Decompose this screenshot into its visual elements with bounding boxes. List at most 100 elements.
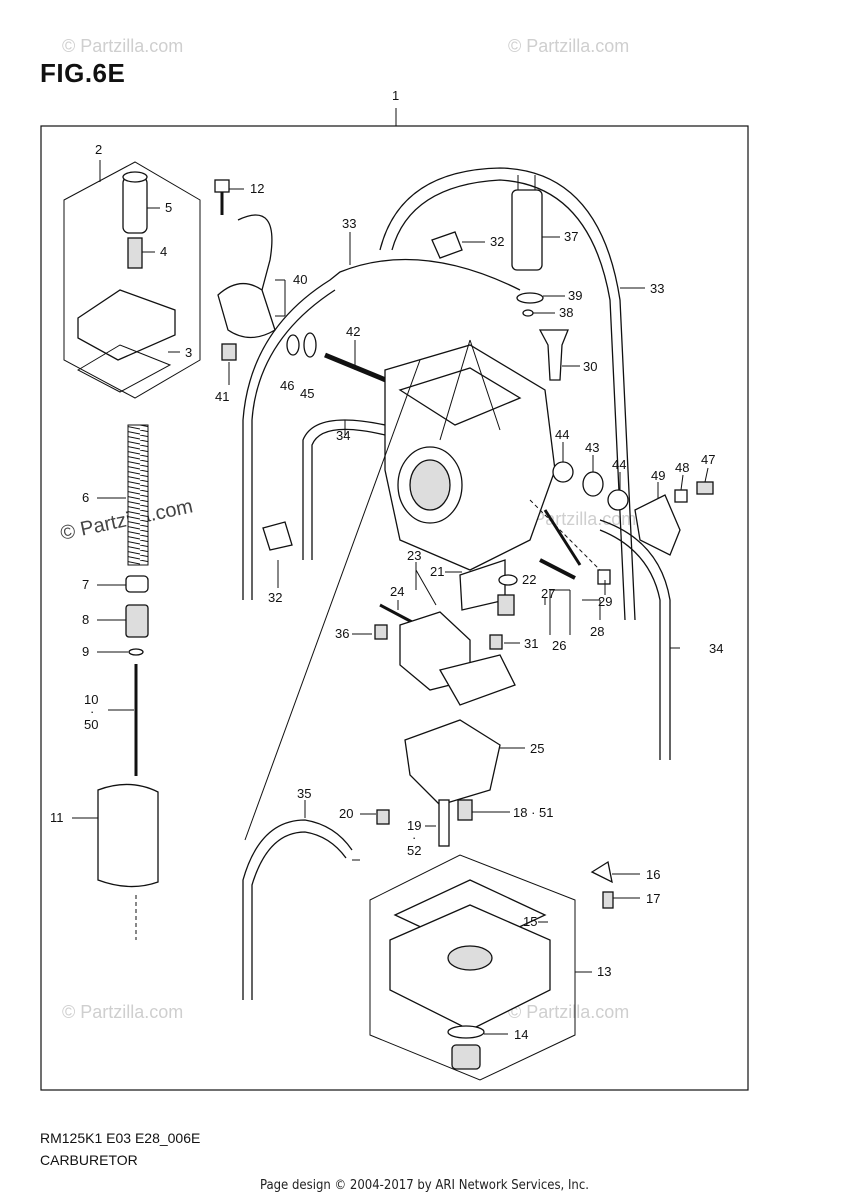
- label-32-top: 32: [490, 234, 504, 249]
- watermark-center: © Partzilla.com: [58, 495, 194, 545]
- bowl-bracket-13: [369, 854, 576, 1081]
- watermark-bottom-right: © Partzilla.com: [508, 1002, 629, 1022]
- part-6-spring: [127, 424, 149, 566]
- watermark-bottom-left: © Partzilla.com: [62, 1002, 183, 1022]
- part-43-spring: [582, 471, 604, 497]
- label-19: 19: [407, 818, 421, 833]
- part-40-fitting: [217, 283, 276, 339]
- label-22: 22: [522, 572, 536, 587]
- label-9: 9: [82, 644, 89, 659]
- label-21: 21: [430, 564, 444, 579]
- label-29: 29: [598, 594, 612, 609]
- label-38: 38: [559, 305, 573, 320]
- part-46-washer: [286, 334, 300, 356]
- part-labels: 1 2 3 4 5 6 8 7 9 10 · 50 11 12 13 14 15…: [50, 88, 723, 1042]
- label-5: 5: [165, 200, 172, 215]
- hose-35: [242, 819, 353, 1000]
- label-42: 42: [346, 324, 360, 339]
- label-48: 48: [675, 460, 689, 475]
- watermark-top-right: © Partzilla.com: [508, 36, 629, 56]
- part-29: [597, 569, 611, 585]
- hose-34-right: [599, 519, 671, 760]
- label-31: 31: [524, 636, 538, 651]
- part-28-screw: [543, 509, 582, 566]
- label-14: 14: [514, 1027, 528, 1042]
- part-49-cover: [634, 494, 681, 556]
- label-40: 40: [293, 272, 307, 287]
- label-23: 23: [407, 548, 421, 563]
- label-47: 47: [701, 452, 715, 467]
- part-39-oring: [516, 292, 544, 304]
- part-18-jet: [457, 799, 473, 821]
- drain-plug: [451, 1044, 481, 1070]
- label-19-dot: ·: [412, 830, 416, 845]
- label-34-right: 34: [709, 641, 723, 656]
- label-44-b: 44: [612, 457, 626, 472]
- label-26: 26: [552, 638, 566, 653]
- part-32-clip-top: [431, 231, 463, 259]
- label-25: 25: [530, 741, 544, 756]
- label-13: 13: [597, 964, 611, 979]
- label-11: 11: [50, 810, 64, 825]
- label-7: 8: [82, 612, 89, 627]
- label-12: 12: [250, 181, 264, 196]
- part-5-cap: [122, 176, 148, 234]
- label-39: 39: [568, 288, 582, 303]
- label-30: 30: [583, 359, 597, 374]
- label-49: 49: [651, 468, 665, 483]
- label-20: 20: [339, 806, 353, 821]
- part-14-oring: [447, 1025, 485, 1039]
- label-28: 28: [590, 624, 604, 639]
- label-18-51: 18 · 51: [513, 805, 553, 820]
- label-50: 50: [84, 717, 98, 732]
- label-35: 35: [297, 786, 311, 801]
- label-1: 1: [392, 88, 399, 103]
- assembly-frame: [40, 125, 749, 1091]
- part-44-a: [552, 461, 574, 483]
- part-31-screw: [489, 634, 503, 650]
- label-6: 6: [82, 490, 89, 505]
- label-33-left: 33: [342, 216, 356, 231]
- part-4-screw: [127, 237, 143, 269]
- label-45: 45: [300, 386, 314, 401]
- part-27-screw: [539, 558, 576, 580]
- label-leaders: [72, 188, 709, 1035]
- part-12-bolt: [214, 179, 230, 193]
- part-22-oring: [498, 574, 518, 586]
- part-32-clip-lower: [262, 521, 293, 551]
- hose-34-left: [302, 419, 386, 560]
- part-7: [125, 604, 149, 638]
- part-47-screw: [696, 481, 714, 495]
- part-20: [376, 809, 390, 825]
- label-16: 16: [646, 867, 660, 882]
- carburetor-body: [384, 344, 556, 571]
- hose-33-left: [242, 258, 521, 600]
- label-34-left: 34: [336, 428, 350, 443]
- label-46: 46: [280, 378, 294, 393]
- bracket-2: [63, 161, 201, 399]
- label-3: 3: [185, 345, 192, 360]
- label-8: 7: [82, 577, 89, 592]
- label-41: 41: [215, 389, 229, 404]
- part-41-screw: [221, 343, 237, 361]
- part-11-valve: [97, 783, 159, 888]
- part-19-jet: [438, 799, 450, 847]
- label-4: 4: [160, 244, 167, 259]
- part-37-sensor: [511, 189, 543, 271]
- label-44-a: 44: [555, 427, 569, 442]
- label-15: 15: [523, 914, 537, 929]
- part-17-screw: [602, 891, 614, 909]
- label-10: 10: [84, 692, 98, 707]
- label-10-dot: ·: [90, 704, 94, 719]
- part-48: [674, 489, 688, 503]
- part-44-b: [607, 489, 629, 511]
- watermark-top-left: © Partzilla.com: [62, 36, 183, 56]
- part-45-washer: [303, 332, 317, 358]
- label-36: 36: [335, 626, 349, 641]
- diagram-name: CARBURETOR: [40, 1152, 138, 1168]
- part-3-plate: [77, 289, 176, 361]
- part-21-jet: [497, 594, 515, 616]
- hose-33-right: [379, 167, 636, 621]
